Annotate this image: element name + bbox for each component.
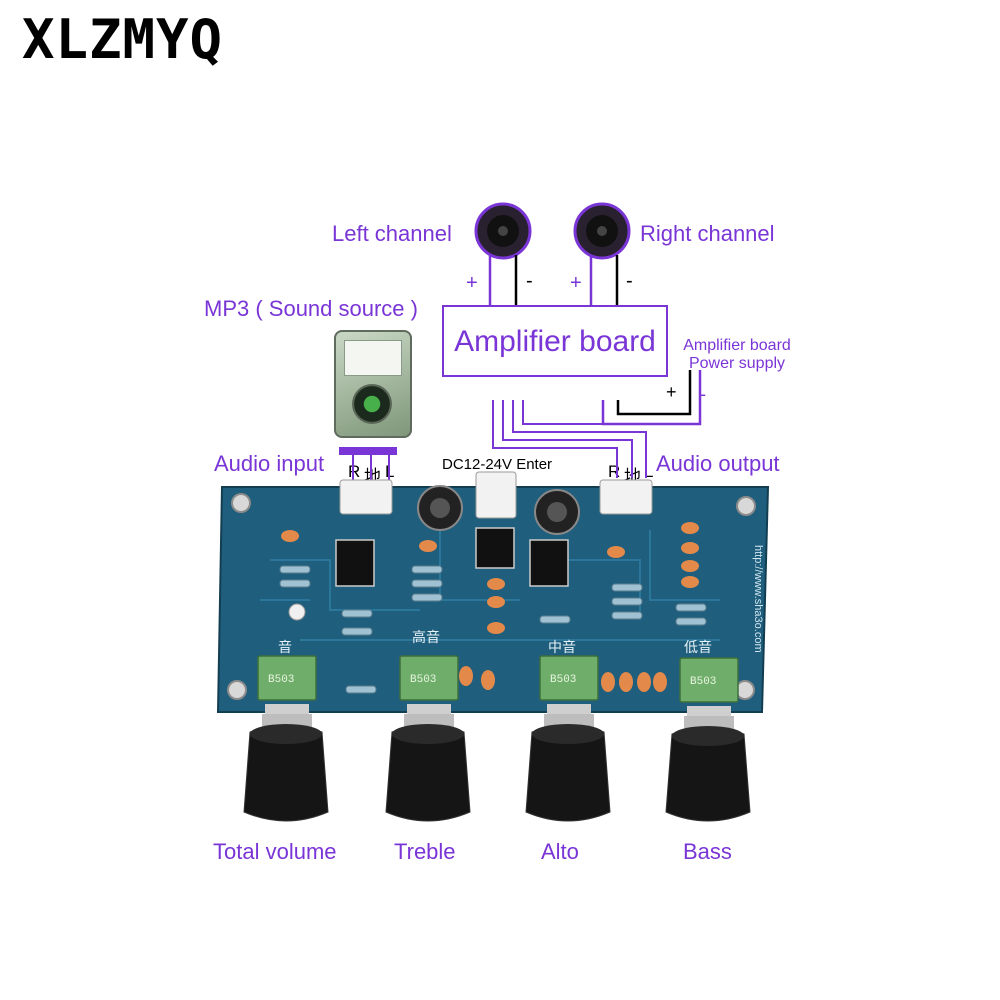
output-to-amp-wires <box>492 400 650 478</box>
input-r-label: R <box>348 462 361 481</box>
amplifier-board-label: Amplifier board <box>454 325 656 358</box>
board-hanzi-volume: 音 <box>278 639 292 656</box>
knob-label-treble: Treble <box>394 839 456 864</box>
amplifier-board-box: Amplifier board <box>442 305 668 377</box>
mp3-speaker-icon <box>352 384 392 424</box>
power-plus-label: + <box>666 382 677 402</box>
pot-code-1: B503 <box>268 674 294 686</box>
left-minus-label: - <box>526 270 533 292</box>
output-l-label: L <box>644 462 654 481</box>
mp3-source-label: MP3 ( Sound source ) <box>204 296 418 321</box>
knob-label-alto: Alto <box>541 839 579 864</box>
speaker-wires <box>488 255 619 305</box>
board-hanzi-treble: 高音 <box>412 629 440 646</box>
pot-code-2: B503 <box>410 674 436 686</box>
amp-power-label: Amplifier board Power supply <box>683 337 791 372</box>
knob-label-bass: Bass <box>683 839 732 864</box>
board-url-text: http://www.sha3o.com <box>752 545 764 653</box>
left-plus-label: + <box>466 272 478 294</box>
dc-enter-label: DC12-24V Enter <box>442 456 553 473</box>
pcb-board: http://www.sha3o.com 音 高音 中音 低音 B503 B50… <box>216 471 770 718</box>
audio-output-label: Audio output <box>656 451 780 476</box>
left-channel-label: Left channel <box>332 221 452 246</box>
pot-code-4: B503 <box>690 676 716 688</box>
bass-knob[interactable] <box>665 716 751 822</box>
input-wires <box>339 447 397 482</box>
volume-knob[interactable] <box>243 714 329 822</box>
power-wires <box>601 370 702 426</box>
right-speaker-icon <box>573 202 631 260</box>
treble-knob[interactable] <box>385 714 471 822</box>
right-minus-label: - <box>626 270 633 292</box>
pot-code-3: B503 <box>550 674 576 686</box>
right-plus-label: + <box>570 272 582 294</box>
audio-input-label: Audio input <box>214 451 325 476</box>
power-minus-label: - <box>700 384 706 404</box>
left-speaker-icon <box>474 202 532 260</box>
board-hanzi-alto: 中音 <box>548 639 576 656</box>
mp3-player <box>334 330 412 438</box>
alto-knob[interactable] <box>525 714 611 822</box>
mp3-screen <box>344 340 402 376</box>
board-hanzi-bass: 低音 <box>684 639 712 656</box>
right-channel-label: Right channel <box>640 221 775 246</box>
brand-logo: XLZMYQ <box>22 8 224 71</box>
knob-label-total-volume: Total volume <box>213 839 337 864</box>
